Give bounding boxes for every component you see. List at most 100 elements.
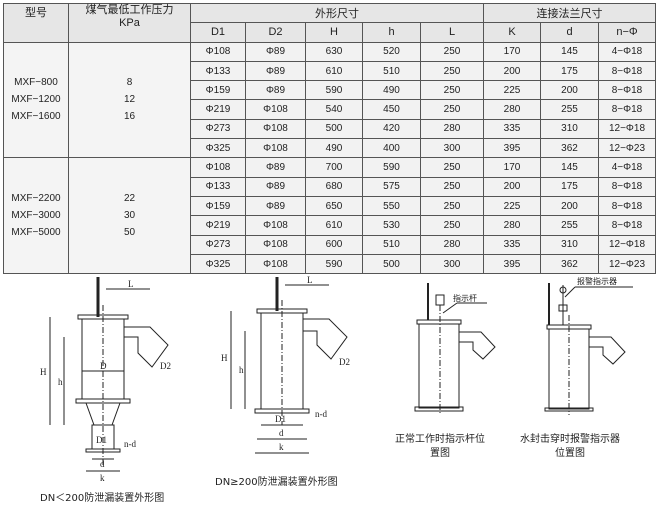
table-cell: 490	[305, 138, 363, 159]
label-k: k	[279, 442, 284, 452]
label-d: d	[279, 428, 284, 438]
header-col: D2	[245, 22, 306, 43]
label-h: h	[239, 365, 244, 375]
table-cell: 280	[420, 234, 484, 255]
table-cell: 310	[540, 118, 599, 140]
table-cell: Φ108	[190, 157, 246, 178]
table-cell: 500	[305, 118, 363, 140]
table-cell: 610	[305, 60, 363, 82]
table-cell: 250	[420, 99, 484, 120]
table-cell: 250	[420, 215, 484, 236]
table-cell: Φ273	[190, 234, 246, 255]
table-cell: 590	[305, 80, 363, 101]
header-col: h	[362, 22, 421, 43]
table-cell: 300	[420, 253, 484, 275]
table-cell: 175	[540, 176, 599, 197]
drawing-alarm-indicator: 报警指示器	[544, 276, 633, 415]
table-cell: 200	[483, 60, 541, 82]
table-cell: 700	[305, 157, 363, 178]
label-d: d	[100, 459, 105, 469]
table-cell: 500	[362, 253, 421, 275]
table-cell: 4−Φ18	[598, 157, 656, 178]
table-cell: Φ159	[190, 195, 246, 217]
table-cell: 590	[305, 253, 363, 275]
table-cell: 362	[540, 253, 599, 275]
table-cell: 170	[483, 157, 541, 178]
pressure-value: 16	[123, 111, 136, 123]
table-cell: 8−Φ18	[598, 99, 656, 120]
label-L: L	[128, 279, 134, 289]
model-name: MXF−800	[14, 77, 58, 89]
table-cell: 250	[420, 80, 484, 101]
table-cell: Φ89	[245, 157, 306, 178]
table-cell: 200	[540, 80, 599, 101]
table-cell: Φ219	[190, 99, 246, 120]
caption-dn-lt-200: DN＜200防泄漏装置外形图	[40, 493, 165, 504]
table-cell: Φ325	[190, 253, 246, 275]
table-cell: Φ159	[190, 80, 246, 101]
caption-alarm: 水封击穿时报警指示器位置图	[520, 434, 620, 459]
table-cell: 225	[483, 80, 541, 101]
label-h: h	[58, 377, 63, 387]
table-cell: 4−Φ18	[598, 41, 656, 62]
table-cell: 200	[540, 195, 599, 217]
table-cell: 8−Φ18	[598, 80, 656, 101]
table-cell: 590	[362, 157, 421, 178]
table-cell: 450	[362, 99, 421, 120]
table-cell: 250	[420, 195, 484, 217]
label-n-d: n-d	[124, 439, 136, 449]
table-cell: Φ89	[245, 176, 306, 197]
table-cell: 225	[483, 195, 541, 217]
header-outer-dimensions: 外形尺寸	[190, 2, 484, 24]
table-cell: 12−Φ18	[598, 234, 656, 255]
table-cell: Φ273	[190, 118, 246, 140]
table-cell: 510	[362, 234, 421, 255]
label-k: k	[100, 473, 105, 483]
table-cell: 530	[362, 215, 421, 236]
table-cell: 540	[305, 99, 363, 120]
model-name: MXF−1200	[11, 94, 61, 106]
caption-normal: 正常工作时指示杆位置图	[395, 434, 485, 459]
pressure-value: 8	[126, 77, 133, 89]
table-cell: 280	[420, 118, 484, 140]
table-cell: Φ133	[190, 176, 246, 197]
label-D: D	[100, 361, 107, 371]
table-cell: Φ219	[190, 215, 246, 236]
table-cell: 200	[483, 176, 541, 197]
caption-dn-ge-200: DN≥200防泄漏装置外形图	[215, 477, 338, 488]
table-cell: 490	[362, 80, 421, 101]
pressure-value: 22	[123, 193, 136, 205]
table-cell: Φ108	[245, 99, 306, 120]
table-cell: 362	[540, 138, 599, 159]
table-cell: 420	[362, 118, 421, 140]
table-cell: 255	[540, 99, 599, 120]
pressure-value: 12	[123, 94, 136, 106]
drawing-normal-indicator: 指示杆	[414, 283, 496, 415]
table-cell: 175	[540, 60, 599, 82]
drawing-dn-ge-200: L D2 H h D1 n-d d k	[221, 275, 350, 454]
table-cell: 650	[305, 195, 363, 217]
table-cell: 600	[305, 234, 363, 255]
table-cell: 12−Φ23	[598, 253, 656, 275]
header-flange-dimensions: 连接法兰尺寸	[483, 2, 656, 24]
pressure-cell: 8 12 16	[68, 41, 191, 159]
table-cell: 12−Φ23	[598, 138, 656, 159]
label-D1: D1	[275, 414, 286, 424]
header-col: d	[540, 22, 599, 43]
table-cell: 680	[305, 176, 363, 197]
table-cell: 550	[362, 195, 421, 217]
label-indicator-rod: 指示杆	[453, 293, 477, 303]
label-D2: D2	[160, 361, 171, 371]
model-name: MXF−2200	[11, 193, 61, 205]
table-cell: 250	[420, 157, 484, 178]
table-cell: 610	[305, 215, 363, 236]
label-n-d: n-d	[315, 409, 327, 419]
